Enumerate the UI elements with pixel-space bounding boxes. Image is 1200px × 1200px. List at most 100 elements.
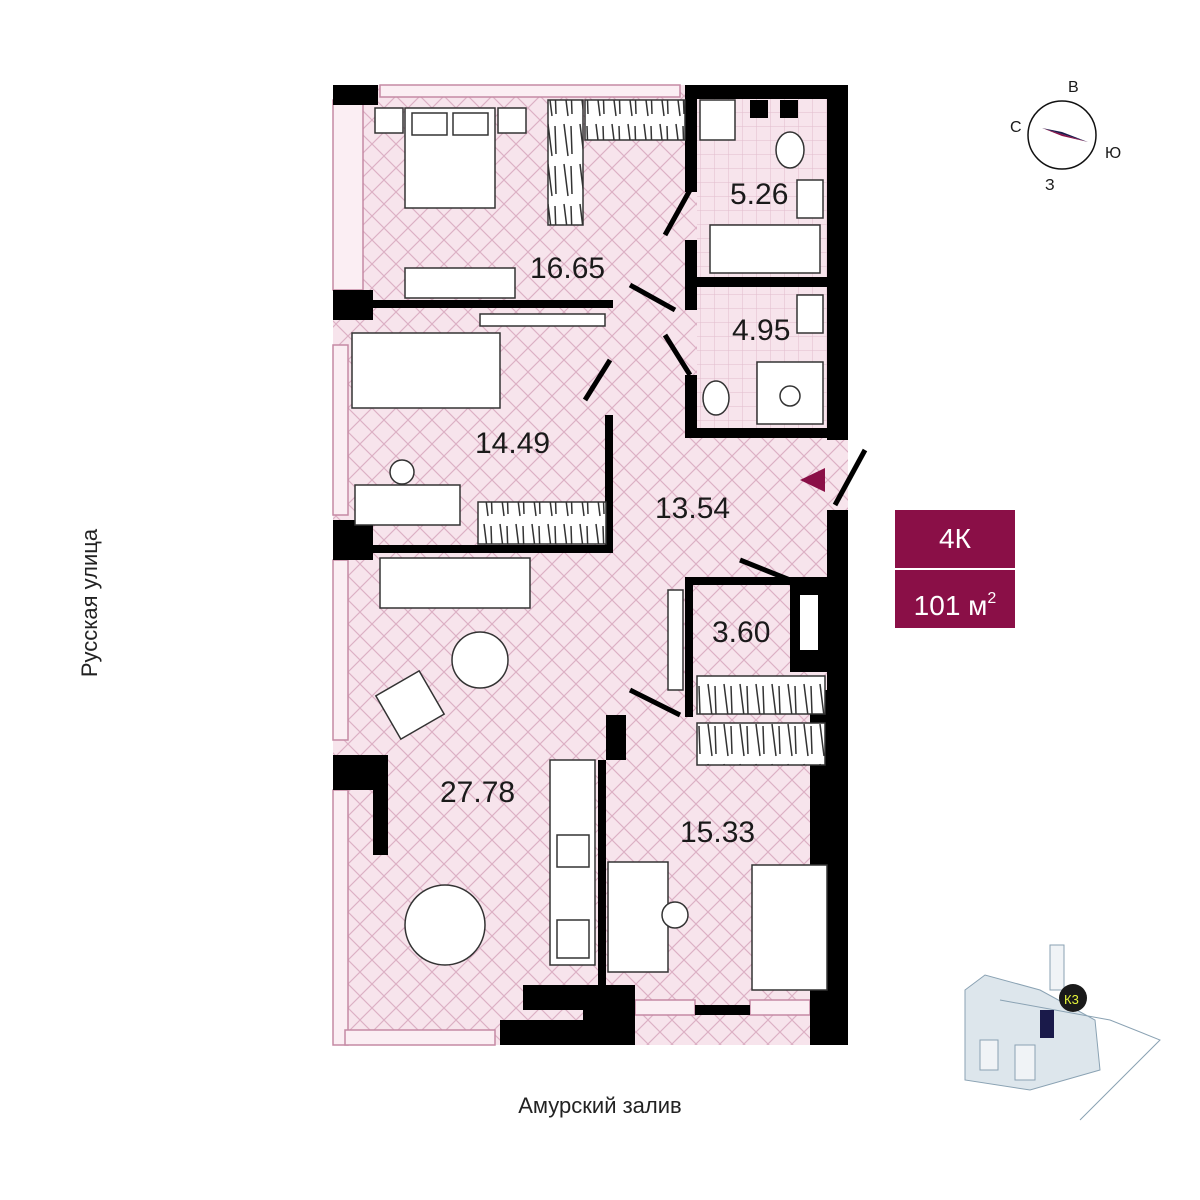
site-building-2 [979,1039,999,1071]
window-living-2 [332,789,349,1046]
site-building-marker [1059,984,1087,1012]
compass-ring [1027,100,1097,170]
kitchen-stove [556,919,590,959]
tv-stand-1 [404,267,516,299]
apartment-type-badge: 4К [895,510,1015,570]
windows [332,84,811,1046]
room-labels: 16.65 5.26 4.95 14.49 13.54 3.60 27.78 1… [440,178,790,849]
wall-bath-south [685,428,830,438]
bathtub [709,224,821,274]
wall-shaft-2 [780,100,798,118]
wall-bedroom3-top [606,715,626,760]
door-bedroom-2 [582,358,613,402]
wall-shaft-1 [750,100,768,118]
pillow-1 [411,112,448,136]
chair-2 [661,901,689,929]
wardrobe-1 [547,99,584,226]
wall-west-1 [333,290,373,320]
wall-east-top [827,85,848,440]
chair-1 [389,459,415,485]
area-hallway: 13.54 [655,492,730,525]
washing-machine [699,99,736,141]
wardrobe-4 [477,501,607,545]
wall-west-4 [373,790,388,855]
nightstand-left [374,107,404,134]
wall-bath2-west [685,375,697,435]
entrance-arrow-icon [800,468,825,492]
wardrobe-3 [479,313,606,327]
window-south-3 [749,999,811,1016]
wall-storage-top [685,577,790,585]
street-west-label: Русская улица [77,528,102,678]
wall-bath-west-2 [685,240,697,310]
wall-top-left [333,85,378,105]
apartment-area-badge: 101 м2 [895,570,1015,628]
window-south-1 [344,1029,496,1046]
wall-bath-split [685,277,830,287]
window-living [332,559,349,741]
wall-west-2 [333,520,373,560]
desk-2 [607,861,669,973]
window-bedroom-2 [332,344,349,516]
apartment-area-value: 101 м [913,590,988,621]
pillow-2 [452,112,489,136]
window-top [379,84,681,98]
window-bedroom-1 [332,99,364,291]
wall-west-3 [333,755,388,790]
compass-east: В [1068,79,1079,96]
bed-single-1 [351,332,501,409]
toilet-1 [775,131,805,169]
site-building-3 [1014,1044,1036,1081]
area-storage: 3.60 [712,616,770,649]
furniture [351,99,828,991]
street-south-label: Амурский залив [518,1093,682,1118]
armchair [374,669,446,741]
door-bath-1 [662,188,693,237]
sink-2 [796,294,824,334]
bed-single-2 [751,864,828,991]
area-bedroom-2: 14.49 [475,427,550,460]
area-bathroom-2: 4.95 [732,314,790,347]
site-road [999,999,1161,1121]
site-building-1 [1049,944,1065,991]
area-living-kitchen: 27.78 [440,776,515,809]
wall-bedroom2-south [373,545,613,553]
site-building-current [1040,1010,1054,1038]
door-entrance [832,448,868,507]
compass-west: З [1045,177,1055,194]
shaft-inner [800,595,818,650]
wardrobe-6 [696,722,826,766]
site-plan: К3 [964,944,1161,1121]
site-area [964,974,1101,1091]
site-building-label: К3 [1064,992,1079,1007]
apartment-area-unit-sup: 2 [987,590,997,607]
wall-east-mid [827,510,848,690]
wall-bedroom2-east [605,415,613,550]
wall-kitchen-south [523,985,583,1010]
compass: С В Ю З [1010,79,1121,194]
door-bedroom-3 [628,687,682,718]
tv-stand-2 [667,589,684,691]
wall-top-right [685,85,848,99]
dining-table [404,884,486,966]
nightstand-right [497,107,527,134]
area-bedroom-3: 15.33 [680,816,755,849]
compass-needle-tail-icon [1042,128,1088,142]
shower [756,361,824,425]
wall-bedroom-split [373,300,613,308]
doors [582,188,868,718]
coffee-table [451,631,509,689]
compass-north: С [1010,119,1022,136]
shower-drain [779,385,801,407]
area-bedroom-1: 16.65 [530,252,605,285]
window-south-2 [634,999,696,1016]
toilet-2 [702,380,730,416]
wardrobe-5 [696,675,826,715]
desk-1 [354,484,461,526]
wall-south-3 [695,1005,750,1015]
compass-south: Ю [1105,145,1121,162]
area-bathroom-1: 5.26 [730,178,788,211]
sofa [379,557,531,609]
wall-south-2 [583,985,635,1045]
